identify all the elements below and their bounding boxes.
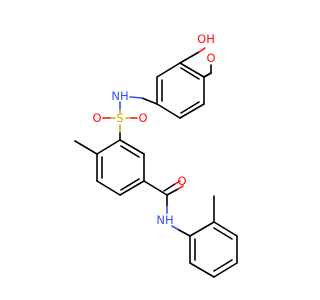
bond	[180, 101, 200, 114]
bond	[213, 227, 233, 240]
bond	[180, 67, 200, 80]
atom-nh-sulfonamide: NH	[111, 89, 128, 103]
bond	[156, 62, 181, 78]
bond	[203, 72, 212, 78]
bond	[120, 145, 140, 158]
atom-o-sulfonyl-left: O	[92, 111, 101, 125]
bond	[141, 97, 158, 105]
amide-group	[143, 180, 191, 237]
bond	[179, 51, 200, 64]
benzoic-ring	[156, 62, 205, 119]
sulfonamide-link	[119, 96, 158, 114]
atom-o-sulfonyl-right: O	[138, 111, 147, 125]
bond	[189, 221, 215, 237]
atom-o-amide: O	[177, 174, 186, 188]
bond	[189, 262, 215, 278]
bond	[213, 262, 238, 278]
bond	[178, 229, 191, 237]
bond	[120, 178, 140, 191]
structure-svg: O OH NH O S O O NH	[74, 32, 238, 278]
bond	[129, 96, 143, 99]
atom-s: S	[116, 111, 123, 125]
atom-nh-amide: NH	[156, 213, 173, 227]
central-ring	[96, 139, 145, 196]
atom-oh: OH	[197, 32, 215, 46]
bond	[171, 225, 180, 231]
bond	[156, 103, 181, 119]
bond	[179, 62, 205, 78]
carboxyl-group	[179, 47, 212, 78]
bond	[213, 221, 238, 237]
bond	[119, 139, 145, 155]
bond	[143, 180, 168, 196]
bond	[198, 47, 206, 53]
bond	[177, 185, 184, 190]
molecule-diagram: O OH NH O S O O NH	[74, 32, 238, 278]
atom-o-acid: O	[206, 51, 215, 65]
bond	[179, 103, 205, 119]
bond	[119, 180, 145, 196]
bond	[174, 180, 181, 185]
bond	[96, 180, 121, 196]
bond	[166, 188, 179, 196]
bond	[96, 139, 121, 155]
methyl-bond	[74, 140, 98, 155]
tolyl-ring	[189, 221, 238, 278]
bond	[213, 259, 233, 272]
bond	[163, 183, 176, 192]
